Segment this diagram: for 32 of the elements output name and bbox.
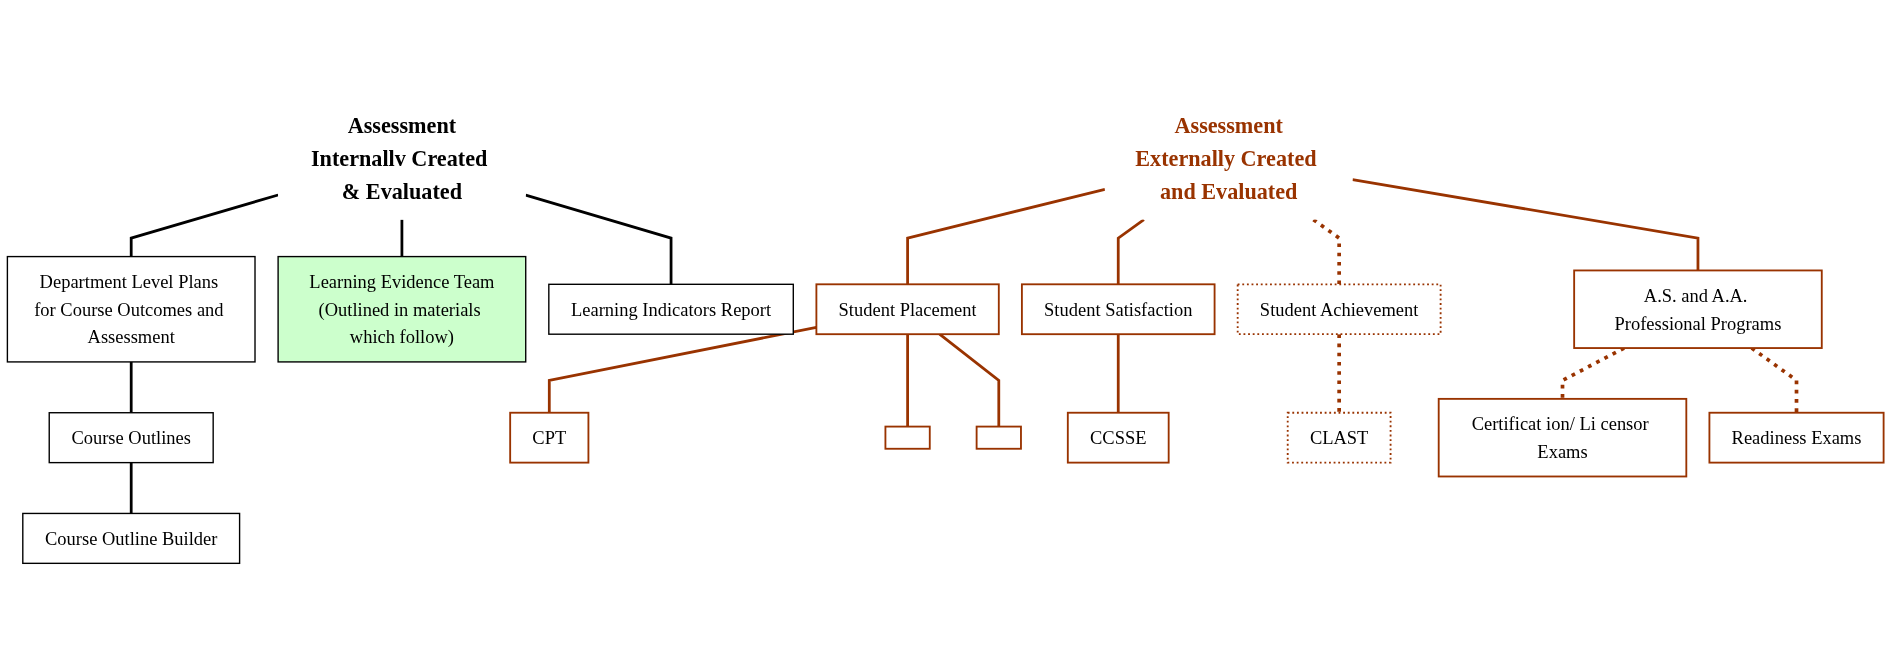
node-box: Student Satisfaction bbox=[1020, 283, 1216, 336]
connector bbox=[1337, 334, 1341, 413]
connector bbox=[129, 462, 133, 514]
node-box: Course Outline Builder bbox=[22, 512, 241, 565]
connector bbox=[400, 219, 404, 257]
node-box: Course Outlines bbox=[48, 412, 214, 464]
node-box: Learning Evidence Team (Outlined in materials which follow) bbox=[277, 255, 527, 363]
connector bbox=[525, 193, 673, 285]
node-box: CLAST bbox=[1286, 411, 1392, 464]
node-box: Learning Indicators Report bbox=[548, 283, 794, 335]
node-box: Department Level Plans for Course Outcomes and Assessment bbox=[6, 255, 256, 363]
connector bbox=[906, 187, 1106, 285]
node-text: Assessment Externally Created and Evaluated bbox=[1135, 113, 1317, 204]
node-box: Student Achievement bbox=[1236, 283, 1442, 336]
connector bbox=[906, 334, 909, 427]
node-text: Assessment Internallv Created & Evaluated bbox=[310, 113, 488, 204]
connector bbox=[1116, 334, 1120, 413]
connector bbox=[547, 326, 817, 413]
node-box: Readiness Exams bbox=[1708, 411, 1885, 464]
node-box bbox=[975, 425, 1022, 450]
connector bbox=[129, 193, 279, 257]
connector bbox=[938, 333, 1001, 427]
node-box: CPT bbox=[509, 411, 590, 464]
node-box: Student Placement bbox=[815, 283, 1000, 336]
node-box bbox=[884, 425, 931, 450]
connector bbox=[1352, 178, 1700, 271]
node-box: A.S. and A.A. Professional Programs bbox=[1573, 269, 1823, 349]
connector bbox=[129, 361, 133, 413]
connector bbox=[1312, 218, 1341, 285]
node-box: CCSSE bbox=[1066, 411, 1170, 464]
connector bbox=[1116, 218, 1145, 285]
node-box: Certificat ion/ Li censor Exams bbox=[1437, 397, 1688, 478]
